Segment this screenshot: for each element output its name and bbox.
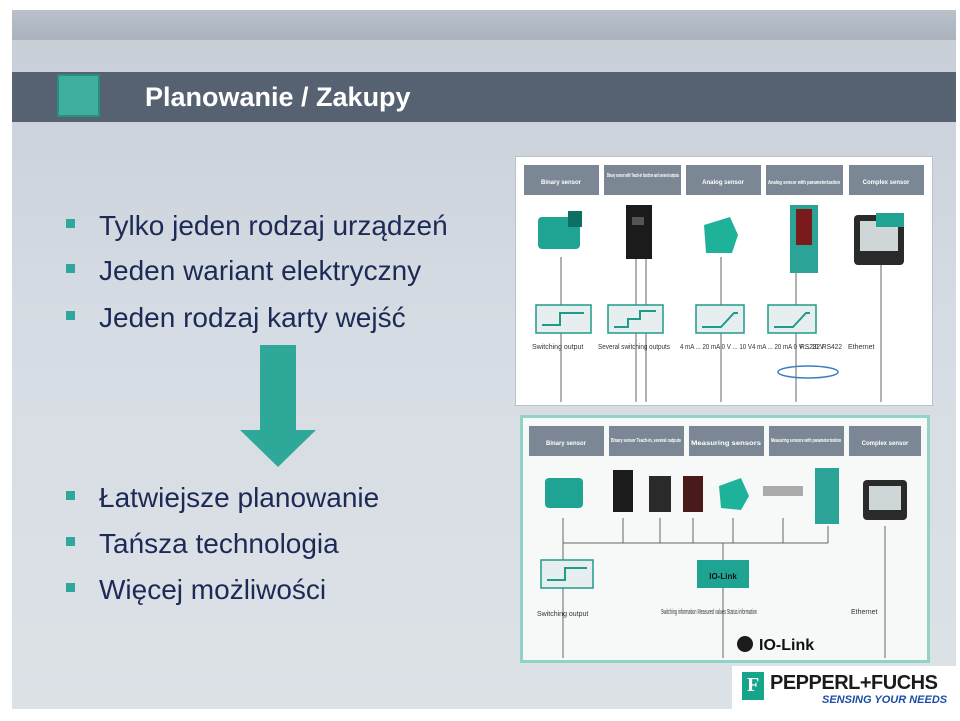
header-label: Measuring sensors with parameterization [771, 438, 841, 444]
diagram-io-link: Binary sensor Binary sensor Teach-in, se… [520, 415, 930, 663]
bullet-square-icon [66, 219, 75, 229]
sensor-row-icon [545, 468, 907, 524]
sensor-analog-icon [704, 217, 738, 253]
label-serial: RS232 RS422 [800, 344, 842, 351]
io-link-badge [697, 560, 749, 588]
label-switching-output: Switching output [532, 344, 583, 351]
title-square-icon [57, 74, 100, 117]
bullet-square-icon [66, 311, 75, 321]
slide: Planowanie / Zakupy Tylko jeden rodzaj u… [12, 10, 956, 709]
bullet-item: Jeden rodzaj karty wejść [66, 302, 406, 334]
title-bar [12, 72, 956, 122]
label-io-info: Switching information Measured values St… [661, 609, 757, 616]
header-label: Binary sensor Teach-in, several outputs [611, 438, 681, 444]
bullet-item: Tylko jeden rodzaj urządzeń [66, 210, 448, 242]
header-label: Analog sensor [702, 180, 744, 186]
header-label: Binary sensor [546, 441, 587, 447]
header-label: Binary sensor [541, 180, 582, 186]
label-several-outputs: Several switching outputs [598, 344, 670, 351]
slide-title: Planowanie / Zakupy [145, 82, 411, 112]
highlight-ellipse [777, 365, 839, 379]
bullet-square-icon [66, 264, 75, 274]
header-box: Binary sensor [524, 165, 599, 195]
sensor-binary-icon [538, 211, 582, 249]
header-label: Binary sensor with Teach-in function and… [607, 173, 679, 179]
logo-tagline: SENSING YOUR NEEDS [822, 694, 948, 706]
label-analog-2: 4 mA ... 20 mA 0 V ... 10 V [752, 344, 824, 351]
bullet-item: Jeden wariant elektryczny [66, 255, 421, 287]
io-link-logo-text: IO-Link [759, 637, 814, 654]
label-switching-output: Switching output [537, 611, 588, 618]
bullet-item: Tańsza technologia [66, 528, 339, 560]
label-ethernet: Ethernet [848, 344, 875, 351]
bullet-square-icon [66, 491, 75, 501]
bullet-square-icon [66, 537, 75, 547]
bullet-item: Łatwiejsze planowanie [66, 482, 379, 514]
bullet-text: Więcej możliwości [99, 574, 327, 605]
label-analog-1: 4 mA ... 20 mA 0 V ... 10 V [680, 344, 752, 351]
bullet-text: Jeden wariant elektryczny [99, 255, 422, 286]
header-label: Analog sensor with parameterization [768, 180, 840, 186]
header-label: Complex sensor [862, 441, 909, 447]
bullet-text: Łatwiejsze planowanie [99, 482, 380, 513]
sensor-complex-icon [854, 213, 904, 265]
header-label: Complex sensor [863, 180, 910, 186]
bullet-item: Więcej możliwości [66, 574, 326, 606]
logo-mark-letter: F [747, 674, 760, 696]
sensor-teach-icon [626, 205, 652, 259]
diagram-traditional: Binary sensor Binary sensor with Teach-i… [515, 156, 933, 406]
bullet-text: Jeden rodzaj karty wejść [99, 302, 406, 333]
logo-brand: PEPPERL+FUCHS [770, 672, 938, 694]
sensor-analog-param-icon [790, 205, 818, 273]
down-arrow-icon [240, 345, 316, 467]
io-link-logo-icon [737, 636, 753, 652]
bullet-square-icon [66, 583, 75, 593]
company-logo: F PEPPERL+FUCHS SENSING YOUR NEEDS [732, 666, 956, 709]
top-band [12, 10, 956, 40]
header-label: Measuring sensors [691, 441, 762, 447]
pepperl-fuchs-logo-icon: F [742, 672, 764, 700]
bullet-text: Tylko jeden rodzaj urządzeń [99, 210, 448, 241]
bullet-text: Tańsza technologia [99, 528, 339, 559]
io-link-badge-label: IO-Link [709, 572, 737, 581]
label-ethernet: Ethernet [851, 609, 878, 616]
